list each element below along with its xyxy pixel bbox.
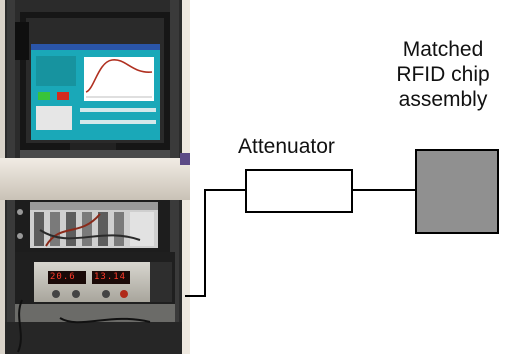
rf-connection: [185, 189, 416, 297]
rfid-chip-label-line: RFID chip: [396, 63, 490, 86]
rack-shelf: [0, 158, 190, 200]
monitor: [15, 12, 170, 158]
screen-green-indicator: [38, 92, 50, 100]
rfid-chip-label-line: assembly: [398, 88, 488, 111]
screen-red-indicator: [57, 92, 69, 100]
rfid-chip-box: [415, 149, 499, 234]
supply-readout-right: 13.14: [94, 272, 127, 282]
power-supply: [15, 252, 175, 304]
cable-from-rack: [185, 189, 246, 297]
rfid-chip-label-line: Matched: [402, 38, 484, 61]
rfid-chip-label: Matched RFID chip assembly: [378, 37, 508, 112]
attenuator-label: Attenuator: [238, 135, 335, 158]
attenuator-box: [245, 169, 353, 213]
instrument-chassis: [15, 200, 170, 252]
equipment-rack-photo: [0, 0, 190, 354]
supply-readout-left: 20.6: [50, 272, 76, 282]
